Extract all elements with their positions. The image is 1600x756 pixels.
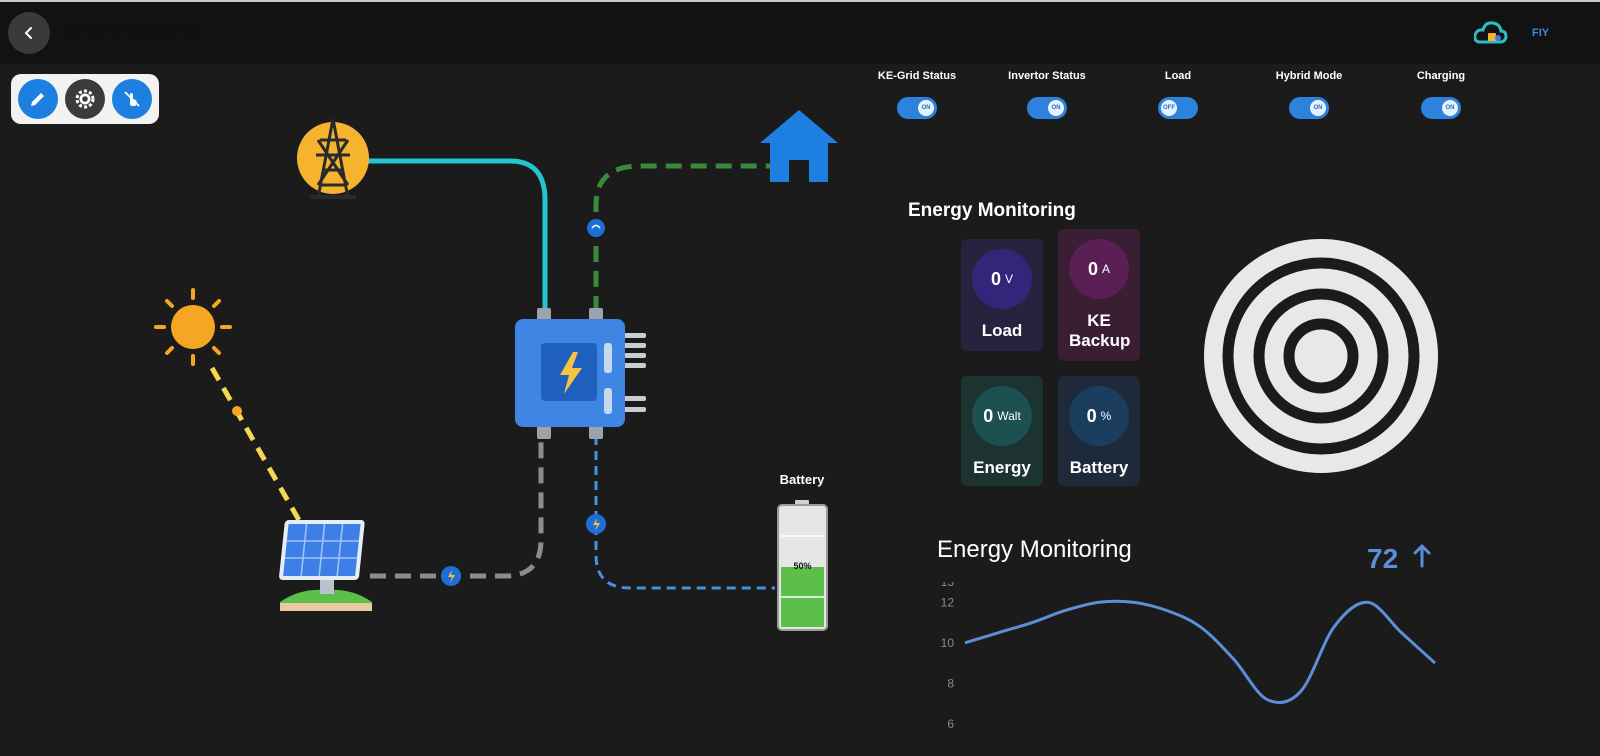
toggle-hybrid-mode: Hybrid Mode ON xyxy=(1249,70,1369,124)
y-tick-label: 13 xyxy=(941,582,955,589)
power-tower-icon xyxy=(297,118,369,199)
chevron-left-icon xyxy=(24,27,32,39)
inverter-icon xyxy=(515,308,646,439)
toggle-charging: Charging ON xyxy=(1381,70,1501,124)
charging-switch[interactable]: ON xyxy=(1421,97,1461,119)
battery-label: Battery xyxy=(779,472,825,487)
switch-state: OFF xyxy=(1161,100,1177,116)
solar-panel-icon xyxy=(279,520,372,611)
series-line xyxy=(964,599,1437,705)
switch-state: ON xyxy=(1442,100,1458,116)
sun-ray-line xyxy=(209,366,303,524)
card-value: 0 xyxy=(983,405,994,426)
card-unit: V xyxy=(1005,272,1014,286)
energy-flow-diagram xyxy=(154,110,838,631)
card-name: KE Backup xyxy=(1069,311,1131,350)
settings-button[interactable] xyxy=(64,79,105,119)
edit-button[interactable] xyxy=(18,79,59,119)
toggle-label: Load xyxy=(1164,70,1192,82)
toggle-invertor-status: Invertor Status ON xyxy=(987,70,1107,124)
invertor-status-switch[interactable]: ON xyxy=(1027,97,1067,119)
target-rings-gauge xyxy=(1204,239,1438,473)
y-tick-label: 6 xyxy=(947,717,954,731)
load-switch[interactable]: OFF xyxy=(1158,97,1198,119)
load-flow-node-icon xyxy=(587,219,605,237)
switch-state: ON xyxy=(1310,100,1326,116)
toggle-load: Load OFF xyxy=(1118,70,1238,124)
card-unit: Walt xyxy=(997,409,1021,423)
logo-text: FIY xyxy=(1532,27,1550,39)
cloud-logo-icon xyxy=(1474,21,1508,44)
window-top-border xyxy=(0,0,1600,2)
card-name: Energy xyxy=(973,458,1031,477)
ke-grid-status-switch[interactable]: ON xyxy=(897,97,937,119)
card-name: Load xyxy=(981,321,1023,340)
house-icon xyxy=(760,110,838,182)
interaction-lock-button[interactable] xyxy=(111,79,152,119)
app-title: IOTFIY WIDGETS xyxy=(67,24,202,41)
energy-line-chart: 6 8 10 12 13 xyxy=(941,582,1437,731)
card-battery: 0% Battery xyxy=(1058,376,1140,486)
card-value: 0 xyxy=(1086,405,1097,426)
diagram-toolbar xyxy=(11,74,159,124)
battery-icon xyxy=(777,500,828,631)
solar-flow-line xyxy=(370,436,544,579)
app-header: IOTFIY WIDGETS xyxy=(0,2,1600,64)
load-flow-line xyxy=(593,163,770,312)
chart-kpi-value: 72 xyxy=(1367,543,1399,574)
gear-icon xyxy=(75,89,95,109)
card-name: Battery xyxy=(1069,458,1129,477)
battery-percentage: 50% xyxy=(793,561,812,571)
grid-flow-line xyxy=(357,158,548,315)
card-value-circle: 0% xyxy=(1069,386,1129,446)
no-touch-icon xyxy=(124,91,140,107)
card-value: 0 xyxy=(990,268,1001,289)
sun-icon xyxy=(154,288,232,366)
chart-title: Energy Monitoring xyxy=(937,536,1132,563)
y-tick-label: 10 xyxy=(941,636,955,650)
pencil-icon xyxy=(31,93,45,106)
y-tick-label: 12 xyxy=(941,595,955,609)
sun-ray-dot-icon xyxy=(232,406,242,416)
card-unit: A xyxy=(1102,262,1111,276)
toggle-label: Charging xyxy=(1416,70,1466,82)
battery-flow-line xyxy=(594,436,775,590)
y-tick-label: 8 xyxy=(947,676,954,690)
toggle-label: KE-Grid Status xyxy=(877,70,957,82)
card-unit: % xyxy=(1100,409,1112,423)
switch-state: ON xyxy=(918,100,934,116)
switch-state: ON xyxy=(1048,100,1064,116)
energy-monitoring-title: Energy Monitoring xyxy=(908,200,1076,221)
arrow-up-icon xyxy=(1413,544,1431,568)
hybrid-mode-switch[interactable]: ON xyxy=(1289,97,1329,119)
toggle-label: Invertor Status xyxy=(1008,70,1086,82)
toggle-ke-grid-status: KE-Grid Status ON xyxy=(857,70,977,124)
toggle-label: Hybrid Mode xyxy=(1275,70,1343,82)
card-value: 0 xyxy=(1087,258,1098,279)
back-button[interactable] xyxy=(8,12,50,54)
